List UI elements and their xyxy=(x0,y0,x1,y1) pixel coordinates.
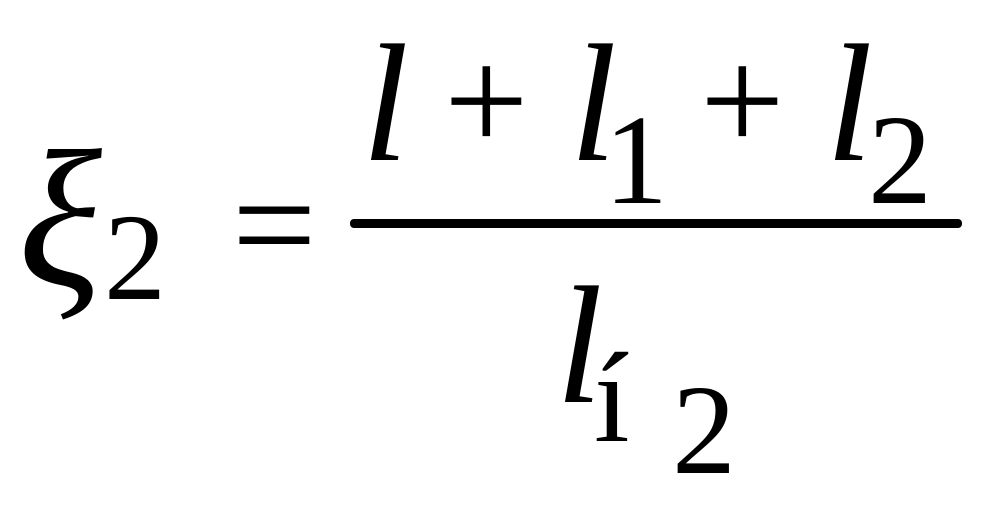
equals-sign: = xyxy=(232,142,317,308)
numerator-plus-2: + xyxy=(700,18,785,184)
numerator-term-l2: l xyxy=(826,11,873,197)
denominator-subscript-accent: í xyxy=(594,327,630,469)
xi-symbol: ξ xyxy=(18,111,102,328)
numerator-term-l: l xyxy=(362,11,409,197)
denominator-term-l: l xyxy=(556,253,603,439)
fraction-bar xyxy=(350,219,962,228)
numerator-subscript-2: 2 xyxy=(868,89,932,231)
numerator-subscript-1: 1 xyxy=(604,89,668,231)
numerator-term-l1: l xyxy=(570,11,617,197)
numerator-plus-1: + xyxy=(444,18,529,184)
denominator-subscript-2: 2 xyxy=(672,359,736,501)
xi-subscript: 2 xyxy=(104,189,166,326)
